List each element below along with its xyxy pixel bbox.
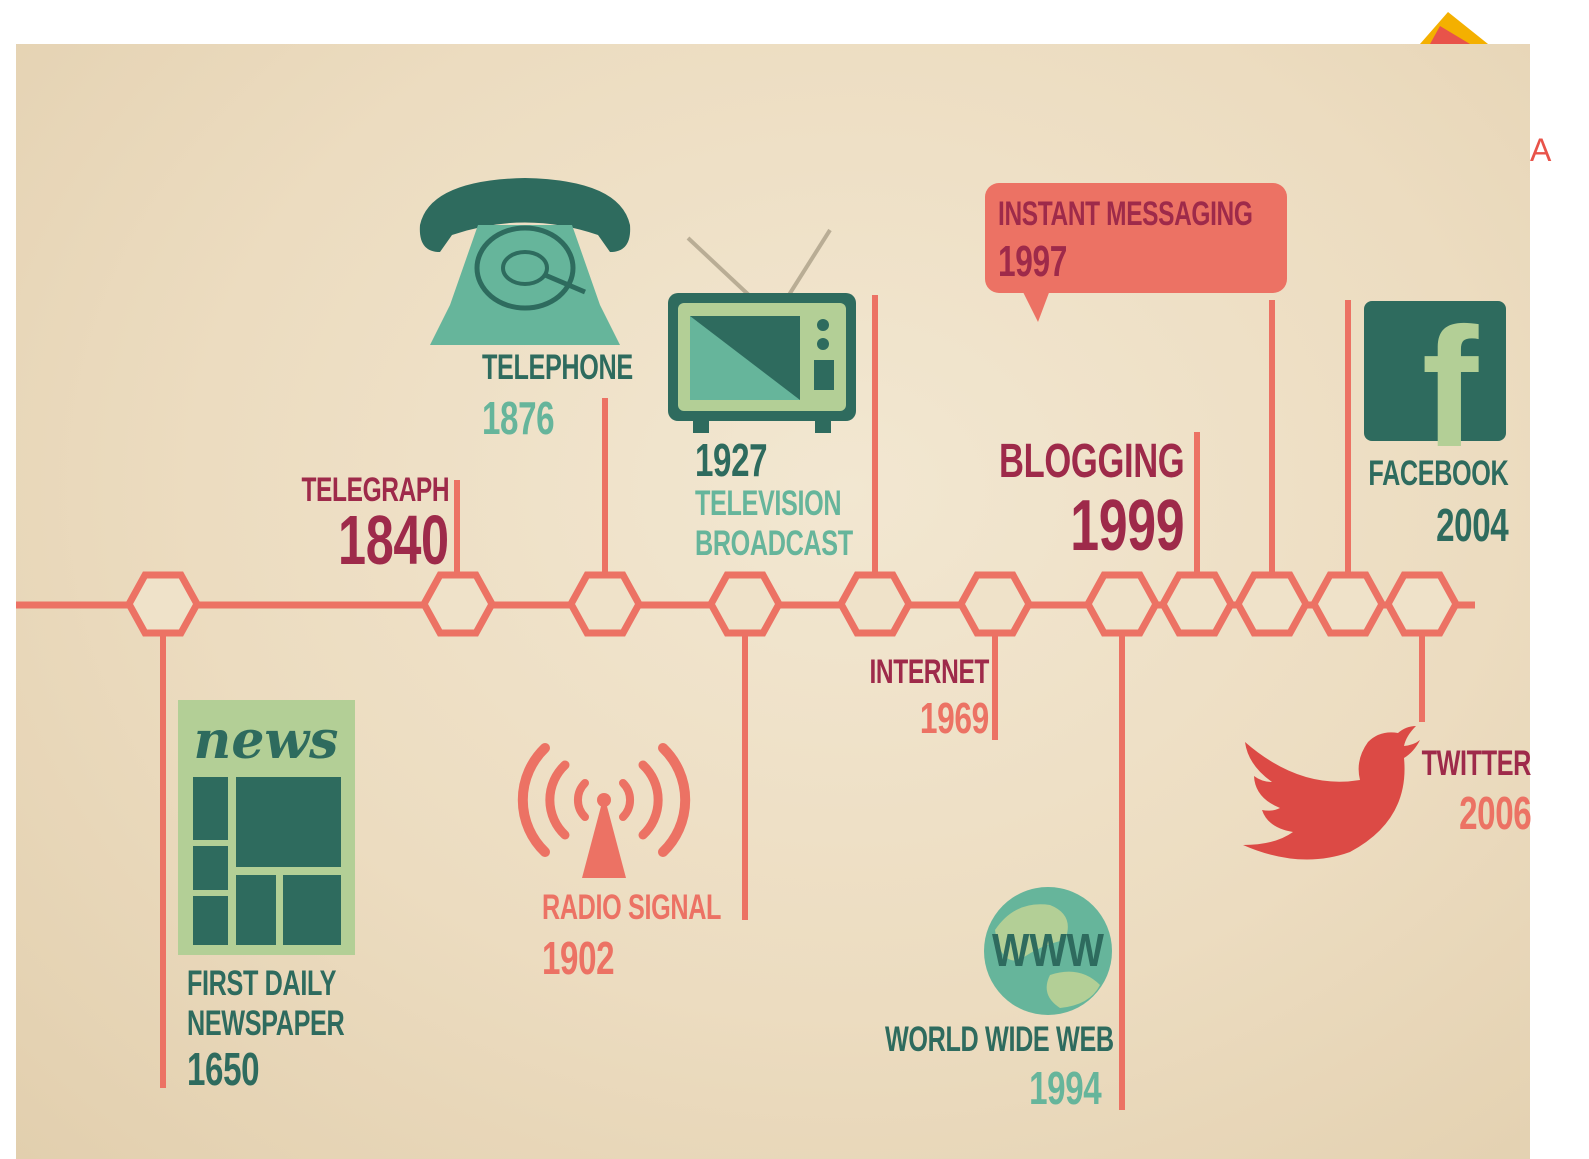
facebook-letter: f xyxy=(1422,293,1479,483)
hex-node-television xyxy=(837,571,913,637)
hex-node-newspaper xyxy=(125,571,201,637)
newspaper-title-line-2: NEWSPAPER xyxy=(187,1004,345,1043)
speech-bubble-icon xyxy=(985,183,1287,322)
television-icon xyxy=(668,228,856,433)
hex-node-twitter xyxy=(1384,571,1460,637)
hex-node-im xyxy=(1234,571,1310,637)
telephone-title: TELEPHONE xyxy=(482,348,633,387)
twitter-bird-icon xyxy=(1243,726,1420,860)
telegraph-title: TELEGRAPH xyxy=(301,471,449,509)
radio-signal-icon xyxy=(517,743,691,878)
blogging-title: BLOGGING xyxy=(998,435,1185,488)
connector-lines xyxy=(160,295,1425,1110)
internet-year: 1969 xyxy=(919,694,989,743)
hex-node-facebook xyxy=(1310,571,1386,637)
www-title: WORLD WIDE WEB xyxy=(885,1020,1114,1059)
im-year: 1997 xyxy=(998,237,1068,286)
brand-logo-letter: A xyxy=(1530,132,1552,168)
telephone-icon xyxy=(419,178,631,345)
twitter-title: TWITTER xyxy=(1421,744,1532,783)
hexagon-nodes xyxy=(125,571,1460,637)
radio-year: 1902 xyxy=(542,932,615,984)
television-title-line-1: TELEVISION xyxy=(695,484,842,523)
newspaper-title-line-1: FIRST DAILY xyxy=(187,964,337,1003)
www-year: 1994 xyxy=(1028,1062,1102,1114)
facebook-icon: f xyxy=(1364,293,1506,483)
hex-node-telegraph xyxy=(420,571,496,637)
radio-title: RADIO SIGNAL xyxy=(542,888,722,927)
globe-icon: WWW xyxy=(984,887,1112,1015)
hex-node-www xyxy=(1084,571,1160,637)
facebook-year: 2004 xyxy=(1435,499,1509,551)
newspaper-year: 1650 xyxy=(187,1043,260,1095)
newspaper-icon: news xyxy=(178,700,355,955)
twitter-year: 2006 xyxy=(1458,787,1532,839)
internet-title: INTERNET xyxy=(869,653,989,691)
hex-node-internet xyxy=(957,571,1033,637)
television-title-line-2: BROADCAST xyxy=(695,524,853,563)
telephone-year: 1876 xyxy=(482,392,555,444)
globe-text: WWW xyxy=(992,924,1104,976)
television-year: 1927 xyxy=(695,434,768,486)
im-title: INSTANT MESSAGING xyxy=(998,195,1253,233)
blogging-year: 1999 xyxy=(1070,486,1184,566)
hex-node-blogging xyxy=(1159,571,1235,637)
hex-node-telephone xyxy=(567,571,643,637)
hex-node-radio xyxy=(707,571,783,637)
brand-logo-icon xyxy=(1420,12,1488,44)
telegraph-year: 1840 xyxy=(338,501,449,579)
facebook-title: FACEBOOK xyxy=(1368,454,1508,493)
newspaper-masthead: news xyxy=(194,710,339,771)
